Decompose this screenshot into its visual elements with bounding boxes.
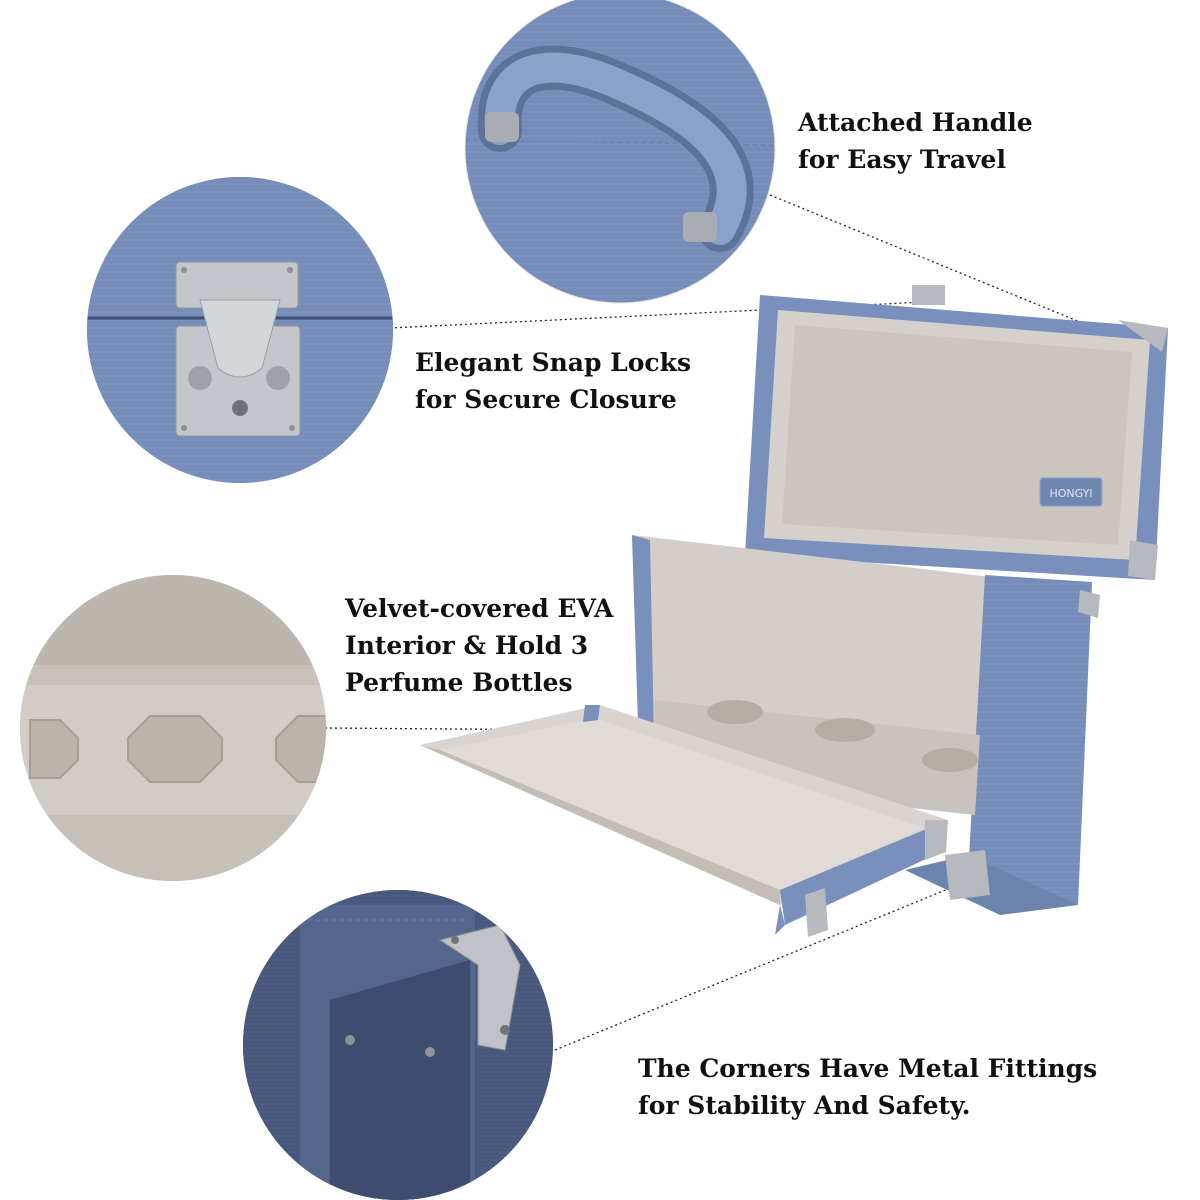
brand-label: HONGYI xyxy=(1049,487,1092,500)
bottle-slot xyxy=(815,718,875,742)
leader-line-handle xyxy=(769,194,1081,323)
handle-icon xyxy=(477,45,754,252)
snap-lock-icon xyxy=(175,261,301,437)
caption-line: Attached Handle xyxy=(798,108,1033,137)
caption-line: for Easy Travel xyxy=(798,145,1006,174)
corner-fitting-icon xyxy=(345,924,521,1057)
bottle-slot xyxy=(707,700,763,724)
caption-line: The Corners Have Metal Fittings xyxy=(638,1054,1098,1083)
detail-circle-lock xyxy=(87,177,393,483)
detail-circle-handle xyxy=(464,0,776,304)
caption-line: Interior & Hold 3 xyxy=(345,631,589,660)
bottle-slot-icon xyxy=(29,715,326,783)
caption-velvet-interior: Velvet-covered EVA Interior & Hold 3 Per… xyxy=(345,590,613,701)
leader-line-corner xyxy=(554,881,966,1051)
bottle-slot xyxy=(922,748,978,772)
detail-circle-corner xyxy=(243,890,553,1200)
caption-line: Velvet-covered EVA xyxy=(345,594,614,623)
caption-line: for Stability And Safety. xyxy=(638,1091,971,1120)
caption-line: Perfume Bottles xyxy=(345,668,573,697)
caption-line: Elegant Snap Locks xyxy=(415,348,692,377)
leader-line-velvet xyxy=(324,727,841,733)
caption-attached-handle: Attached Handle for Easy Travel xyxy=(798,104,1033,178)
caption-snap-locks: Elegant Snap Locks for Secure Closure xyxy=(415,344,691,418)
perfume-case: HONGYI xyxy=(420,285,1168,937)
caption-line: for Secure Closure xyxy=(415,385,677,414)
caption-metal-corners: The Corners Have Metal Fittings for Stab… xyxy=(638,1050,1097,1124)
case-lid: HONGYI xyxy=(745,285,1168,580)
detail-circle-velvet xyxy=(20,575,326,881)
front-tray xyxy=(420,705,948,937)
